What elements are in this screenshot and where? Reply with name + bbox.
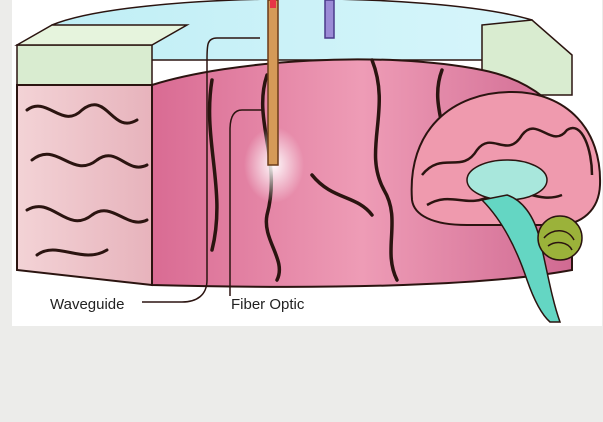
- waveguide-rod: [325, 0, 334, 38]
- sagittal-brain-inset: [412, 92, 600, 322]
- brain-cross-section-illustration: [12, 0, 602, 326]
- waveguide-label: Waveguide: [50, 296, 125, 313]
- fiber-optic-rod: [268, 0, 278, 165]
- fiber-optic-label: Fiber Optic: [231, 296, 304, 313]
- fiber-optic-tip: [270, 0, 276, 8]
- skull-bone-layer: [17, 45, 152, 85]
- illustration-panel: Waveguide Fiber Optic: [12, 0, 602, 326]
